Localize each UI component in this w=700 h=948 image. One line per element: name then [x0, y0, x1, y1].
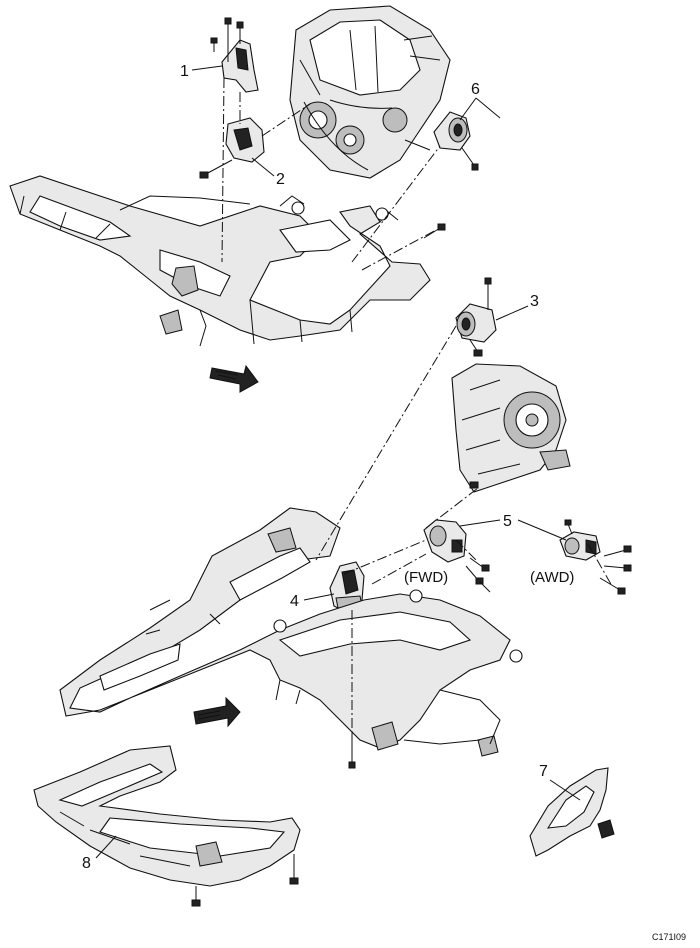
lower-frame [59, 507, 523, 757]
callout-8: 8 [82, 855, 91, 872]
transmission-mount-3 [455, 277, 497, 357]
transmission-mount-5-fwd [423, 519, 491, 593]
alignment-lines [221, 77, 613, 732]
splash-shield-8 [33, 745, 301, 907]
leader-lines [95, 65, 581, 859]
transmission-case [451, 363, 571, 493]
callout-4: 4 [290, 593, 299, 610]
mount-bracket-1 [210, 17, 259, 93]
deflector-7 [529, 767, 615, 857]
callout-3: 3 [530, 293, 539, 310]
upper-frame [9, 175, 431, 347]
engine-mount-2 [199, 117, 265, 179]
front-arrow-icon [209, 364, 259, 393]
callout-5: 5 [503, 513, 512, 530]
transmission-mount-5-awd [559, 519, 632, 595]
variant-label-fwd: (FWD) [404, 569, 448, 586]
figure-code: C171I09 [652, 932, 686, 942]
frame-bolt-upper [423, 223, 446, 239]
engine-mount-6 [433, 111, 479, 171]
callout-2: 2 [276, 171, 285, 188]
callout-6: 6 [471, 81, 480, 98]
mount-4-bolt [348, 732, 356, 769]
variant-label-awd: (AWD) [530, 569, 574, 586]
engine-block [289, 5, 451, 179]
callout-7: 7 [539, 763, 548, 780]
callout-1: 1 [180, 63, 189, 80]
front-arrow-lower-icon [193, 696, 241, 728]
